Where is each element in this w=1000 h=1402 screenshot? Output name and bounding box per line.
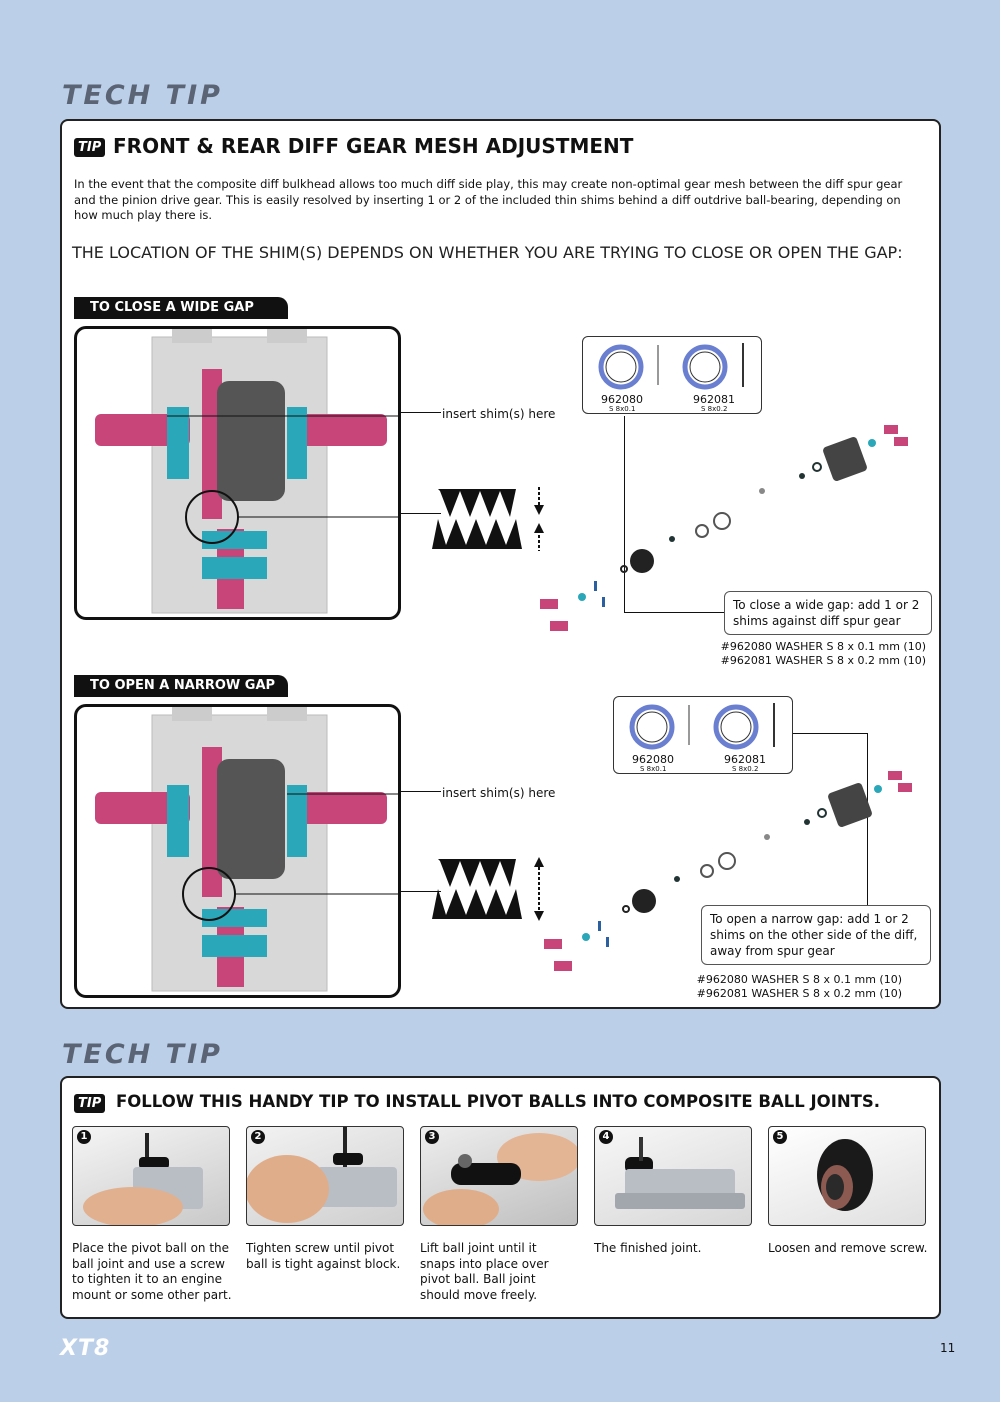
card-title: FOLLOW THIS HANDY TIP TO INSTALL PIVOT B… <box>116 1092 881 1111</box>
section-heading-tech-tip-2: TECH TIP <box>62 1039 223 1070</box>
step-3-photo: 3 <box>420 1126 578 1226</box>
page-number: 11 <box>940 1341 956 1355</box>
step-2-photo: 2 <box>246 1126 404 1226</box>
step-number: 4 <box>599 1130 613 1144</box>
close-shim-leader-h <box>624 612 724 613</box>
section-heading-tech-tip: TECH TIP <box>62 80 223 111</box>
close-mesh-leader-line <box>401 513 441 514</box>
step-1-photo: 1 <box>72 1126 230 1226</box>
close-gap-callout: To close a wide gap: add 1 or 2 shims ag… <box>724 591 932 635</box>
close-shim-box: 962080 S 8x0.1 962081 S 8x0.2 <box>582 336 762 414</box>
shim-a-code: 962080 <box>632 753 674 766</box>
open-gap-diff-diagram <box>74 704 401 998</box>
tighten-screw-photo <box>247 1127 397 1223</box>
shim-b-code: 962081 <box>693 393 735 406</box>
close-exploded-diff-view <box>540 425 908 631</box>
finished-joint-photo <box>615 1137 745 1209</box>
open-insert-label: insert shim(s) here <box>442 786 556 800</box>
pivot-ball-photo <box>83 1133 203 1225</box>
tab-open-gap: TO OPEN A NARROW GAP <box>74 675 288 697</box>
step-number: 5 <box>773 1130 787 1144</box>
xt8-logo: XT8 <box>60 1336 111 1361</box>
intro-text: In the event that the composite diff bul… <box>74 177 903 222</box>
tip-badge: TIP <box>74 1094 106 1113</box>
step-4-caption: The finished joint. <box>594 1241 702 1255</box>
shim-location-headline: THE LOCATION OF THE SHIM(S) DEPENDS ON W… <box>72 243 903 262</box>
open-washer-list: #962080 WASHER S 8 x 0.1 mm (10) #962081… <box>678 973 902 1001</box>
step-number: 2 <box>251 1130 265 1144</box>
step-2-caption: Tighten screw until pivot ball is tight … <box>246 1241 401 1271</box>
step-5-photo: 5 <box>768 1126 926 1226</box>
pivot-ball-card: TIP FOLLOW THIS HANDY TIP TO INSTALL PIV… <box>60 1076 941 1319</box>
step-number: 3 <box>425 1130 439 1144</box>
diff-illustration <box>95 707 398 992</box>
step-1-caption: Place the pivot ball on the ball joint a… <box>72 1241 232 1302</box>
step-3-caption: Lift ball joint until it snaps into plac… <box>420 1241 549 1302</box>
close-washer-list: #962080 WASHER S 8 x 0.1 mm (10) #962081… <box>702 640 926 668</box>
gear-mesh-open-icon <box>432 857 544 921</box>
shim-a-spec: S 8x0.1 <box>640 765 667 773</box>
step-number: 1 <box>77 1130 91 1144</box>
close-leader-line <box>401 412 441 413</box>
open-washer-2: #962081 WASHER S 8 x 0.2 mm (10) <box>696 987 902 1000</box>
gear-mesh-close-icon <box>432 487 544 551</box>
shim-rings-icon <box>598 343 744 390</box>
open-shim-box: 962080 S 8x0.1 962081 S 8x0.2 <box>613 696 793 774</box>
open-exploded-diff-view <box>544 771 912 971</box>
close-washer-2: #962081 WASHER S 8 x 0.2 mm (10) <box>720 654 926 667</box>
ball-joint-photo <box>817 1139 873 1211</box>
diff-mesh-card: TIP FRONT & REAR DIFF GEAR MESH ADJUSTME… <box>60 119 941 1009</box>
shim-rings-icon <box>629 703 775 750</box>
open-mesh-leader-line <box>401 891 441 892</box>
open-gap-callout: To open a narrow gap: add 1 or 2 shims o… <box>701 905 931 965</box>
lift-joint-photo <box>423 1133 577 1225</box>
step-5-caption: Loosen and remove screw. <box>768 1241 928 1255</box>
open-washer-1: #962080 WASHER S 8 x 0.1 mm (10) <box>696 973 902 986</box>
tip-badge: TIP <box>74 138 106 157</box>
shim-a-spec: S 8x0.1 <box>609 405 636 413</box>
step-4-photo: 4 <box>594 1126 752 1226</box>
close-gap-diff-diagram <box>74 326 401 620</box>
shim-b-spec: S 8x0.2 <box>732 765 759 773</box>
shim-a-code: 962080 <box>601 393 643 406</box>
shim-b-spec: S 8x0.2 <box>701 405 728 413</box>
close-washer-1: #962080 WASHER S 8 x 0.1 mm (10) <box>720 640 926 653</box>
shim-b-code: 962081 <box>724 753 766 766</box>
open-leader-line <box>401 791 441 792</box>
card-title: FRONT & REAR DIFF GEAR MESH ADJUSTMENT <box>113 134 634 158</box>
open-shim-leader <box>867 733 868 905</box>
open-shim-leader-h <box>793 733 867 734</box>
tab-close-gap: TO CLOSE A WIDE GAP <box>74 297 288 319</box>
close-insert-label: insert shim(s) here <box>442 407 556 421</box>
diff-illustration <box>95 329 398 614</box>
close-shim-leader <box>624 416 625 612</box>
